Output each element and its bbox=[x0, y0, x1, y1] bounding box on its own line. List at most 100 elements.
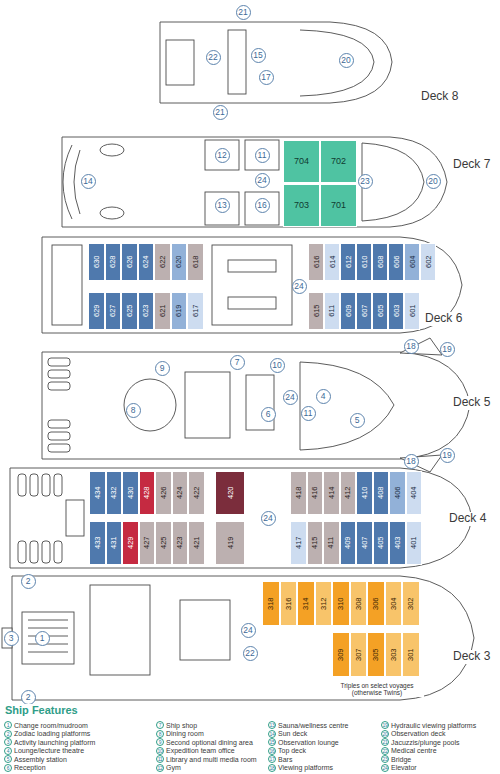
cabin-box: 403 bbox=[389, 521, 406, 565]
cabin-box: 702 bbox=[320, 140, 357, 183]
cabin-box: 624 bbox=[138, 243, 155, 281]
cabin-number: 615 bbox=[312, 305, 320, 318]
callout-number: 22 bbox=[206, 50, 221, 65]
legend-text: Top deck bbox=[278, 746, 306, 755]
cabin-number: 423 bbox=[176, 537, 184, 550]
cabin-number: 628 bbox=[109, 256, 117, 269]
cabin-box: 629 bbox=[88, 292, 105, 330]
cabin-box: 305 bbox=[367, 632, 385, 677]
callout-text: 24 bbox=[285, 393, 294, 402]
deck-structure bbox=[100, 207, 124, 219]
deck-structure bbox=[63, 145, 72, 219]
cabin-number: 614 bbox=[328, 256, 336, 269]
callout-text: 8 bbox=[131, 406, 136, 415]
legend-number: 11 bbox=[156, 755, 164, 763]
cabin-number: 630 bbox=[92, 256, 100, 269]
legend-text: Viewing platforms bbox=[278, 763, 333, 772]
cabin-number: 425 bbox=[159, 537, 167, 550]
legend-text: Assembly station bbox=[14, 755, 67, 764]
callout-text: 23 bbox=[360, 177, 369, 186]
cabin-number: 430 bbox=[126, 487, 134, 500]
cabin-box: 621 bbox=[154, 292, 171, 330]
cabin-number: 424 bbox=[176, 487, 184, 500]
callout-text: 5 bbox=[355, 416, 360, 425]
deck-name: Deck 3 bbox=[452, 650, 491, 664]
legend-text: Bars bbox=[278, 755, 292, 764]
callout-number: 6 bbox=[261, 407, 276, 422]
callout-text: 12 bbox=[217, 151, 226, 160]
cabin-box: 427 bbox=[139, 521, 156, 565]
deck-structure bbox=[48, 432, 70, 440]
cabin-number: 621 bbox=[158, 305, 166, 318]
cabin-box: 316 bbox=[280, 581, 298, 626]
cabin-number: 608 bbox=[376, 256, 384, 269]
deck-structure bbox=[205, 140, 239, 170]
callout-text: 2 bbox=[26, 693, 31, 702]
deck-structure bbox=[42, 541, 50, 563]
callout-text: 19 bbox=[442, 345, 451, 354]
deck-structure bbox=[62, 137, 447, 227]
deck-structure bbox=[28, 620, 68, 652]
deck-structure bbox=[48, 370, 70, 378]
callout-text: 6 bbox=[266, 410, 271, 419]
legend-number: 19 bbox=[381, 721, 389, 729]
cabin-box: 609 bbox=[340, 292, 356, 330]
deck-structure bbox=[74, 150, 80, 214]
cabin-box: 428 bbox=[139, 471, 156, 515]
cabin-number: 611 bbox=[328, 305, 336, 317]
cabin-box: 312 bbox=[315, 581, 333, 626]
cabin-box: 601 bbox=[404, 292, 420, 330]
callout-number: 23 bbox=[358, 174, 373, 189]
cabin-box: 424 bbox=[172, 471, 189, 515]
cabin-box: 618 bbox=[187, 243, 204, 281]
legend-number: 10 bbox=[156, 747, 164, 755]
cabin-number: 305 bbox=[372, 648, 380, 661]
cabin-box: 304 bbox=[385, 581, 403, 626]
deck-structure bbox=[22, 612, 74, 664]
legend-number: 5 bbox=[4, 755, 12, 763]
callout-number: 9 bbox=[155, 361, 170, 376]
cabin-note: Triples on select voyages (otherwise Twi… bbox=[330, 682, 424, 697]
callout-number: 8 bbox=[126, 403, 141, 418]
cabin-number: 701 bbox=[331, 201, 346, 210]
cabin-number: 433 bbox=[93, 537, 101, 550]
cabin-box: 416 bbox=[307, 471, 324, 515]
deck-structure bbox=[205, 192, 239, 225]
deck-structure bbox=[245, 192, 279, 225]
callout-text: 10 bbox=[272, 361, 281, 370]
cabin-number: 406 bbox=[393, 487, 401, 500]
callout-text: 2 bbox=[26, 577, 31, 586]
cabin-box: 410 bbox=[356, 471, 373, 515]
legend-number: 6 bbox=[4, 764, 12, 772]
cabin-number: 408 bbox=[377, 487, 385, 500]
cabin-box: 625 bbox=[121, 292, 138, 330]
cabin-number: 416 bbox=[311, 487, 319, 500]
callout-text: 16 bbox=[257, 201, 266, 210]
legend-number: 23 bbox=[381, 755, 389, 763]
cabin-box: 404 bbox=[406, 471, 423, 515]
cabin-box: 630 bbox=[88, 243, 105, 281]
cabin-number: 429 bbox=[126, 537, 134, 550]
cabin-box: 701 bbox=[320, 184, 357, 227]
cabin-number: 604 bbox=[408, 256, 416, 269]
callout-text: 13 bbox=[217, 201, 226, 210]
deck-structure bbox=[12, 576, 474, 700]
cabin-box: 421 bbox=[188, 521, 205, 565]
callout-number: 2 bbox=[21, 690, 36, 705]
cabin-box: 419 bbox=[215, 521, 245, 565]
cabin-number: 704 bbox=[294, 157, 309, 166]
callout-number: 4 bbox=[316, 389, 331, 404]
callout-number: 19 bbox=[440, 342, 455, 357]
deck-structure bbox=[10, 468, 472, 568]
cabin-number: 703 bbox=[294, 201, 309, 210]
cabin-number: 415 bbox=[311, 537, 319, 550]
deck-name: Deck 8 bbox=[420, 90, 459, 104]
deck-structure bbox=[246, 375, 274, 430]
cabin-number: 414 bbox=[327, 487, 335, 500]
callout-number: 21 bbox=[213, 105, 228, 120]
cabin-number: 418 bbox=[294, 487, 302, 500]
legend-text: Expedition team office bbox=[166, 746, 235, 755]
deck-structure bbox=[160, 22, 392, 103]
callout-text: 21 bbox=[238, 8, 247, 17]
cabin-box: 604 bbox=[404, 243, 420, 281]
